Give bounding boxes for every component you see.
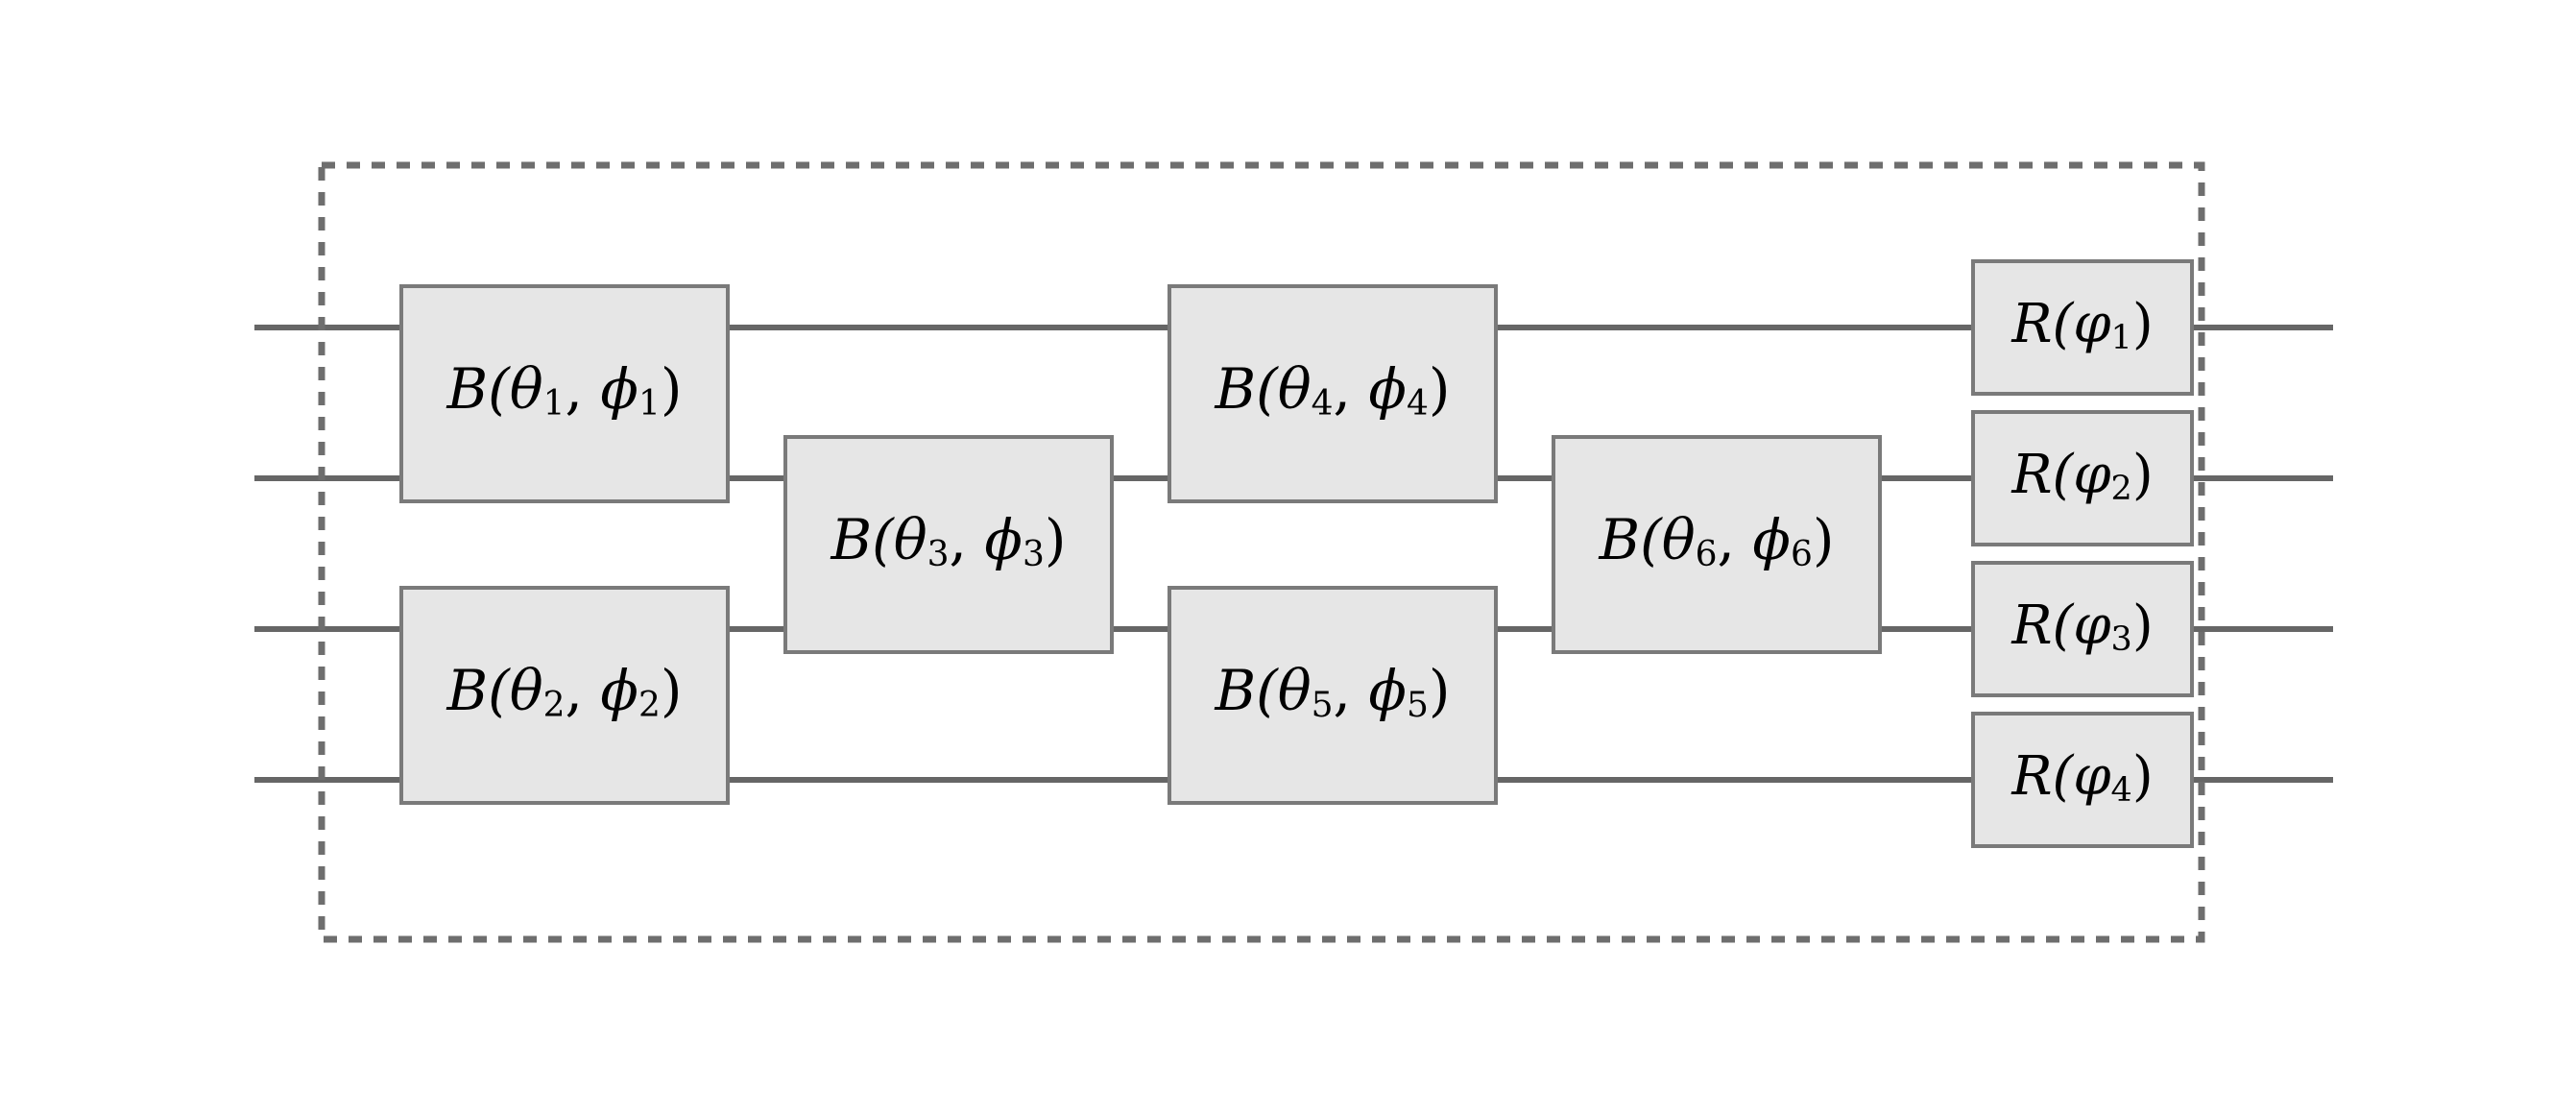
beamsplitter-gate-1-box[interactable] bbox=[399, 284, 730, 503]
beamsplitter-gate-4-box[interactable] bbox=[1168, 284, 1498, 503]
dashed-boundary-layer bbox=[318, 161, 2205, 943]
beamsplitter-gate-1[interactable]: B(θ1, ϕ1) bbox=[399, 284, 730, 503]
rotation-gate-4-box[interactable] bbox=[1971, 712, 2194, 848]
rotation-gate-3[interactable]: R(φ3) bbox=[1971, 561, 2194, 697]
beamsplitter-gate-2[interactable]: B(θ2, ϕ2) bbox=[399, 586, 730, 805]
beamsplitter-gate-5-label: B(θ5, ϕ5) bbox=[1214, 658, 1450, 725]
rotation-gate-4-label: R(φ4) bbox=[2010, 745, 2153, 810]
beamsplitter-gate-3[interactable]: B(θ3, ϕ3) bbox=[783, 435, 1114, 654]
rotation-gate-4[interactable]: R(φ4) bbox=[1971, 712, 2194, 848]
rotation-gate-2-box[interactable] bbox=[1971, 410, 2194, 546]
rotation-gate-3-box[interactable] bbox=[1971, 561, 2194, 697]
beamsplitter-gate-6[interactable]: B(θ6, ϕ6) bbox=[1552, 435, 1882, 654]
gates-layer: B(θ1, ϕ1) B(θ2, ϕ2) B(θ3, ϕ3) B(θ4, ϕ4) B(θ5… bbox=[399, 259, 2194, 848]
beamsplitter-gate-3-box[interactable] bbox=[783, 435, 1114, 654]
rotation-gate-1-box[interactable] bbox=[1971, 259, 2194, 396]
beamsplitter-gate-3-label: B(θ3, ϕ3) bbox=[830, 507, 1066, 574]
beamsplitter-gate-4-label: B(θ4, ϕ4) bbox=[1214, 356, 1450, 424]
rotation-gate-1-label: R(φ1) bbox=[2010, 293, 2153, 357]
rotation-gate-2-label: R(φ2) bbox=[2010, 444, 2153, 508]
beamsplitter-gate-1-label: B(θ1, ϕ1) bbox=[445, 356, 682, 424]
rotation-gate-1[interactable]: R(φ1) bbox=[1971, 259, 2194, 396]
beamsplitter-gate-6-label: B(θ6, ϕ6) bbox=[1598, 507, 1834, 574]
beamsplitter-gate-4[interactable]: B(θ4, ϕ4) bbox=[1168, 284, 1498, 503]
rotation-gate-2[interactable]: R(φ2) bbox=[1971, 410, 2194, 546]
beamsplitter-gate-5[interactable]: B(θ5, ϕ5) bbox=[1168, 586, 1498, 805]
beamsplitter-gate-5-box[interactable] bbox=[1168, 586, 1498, 805]
rotation-gate-3-label: R(φ3) bbox=[2010, 594, 2153, 659]
circuit-boundary bbox=[318, 161, 2205, 943]
beamsplitter-gate-6-box[interactable] bbox=[1552, 435, 1882, 654]
beamsplitter-gate-2-label: B(θ2, ϕ2) bbox=[445, 658, 682, 725]
beamsplitter-gate-2-box[interactable] bbox=[399, 586, 730, 805]
